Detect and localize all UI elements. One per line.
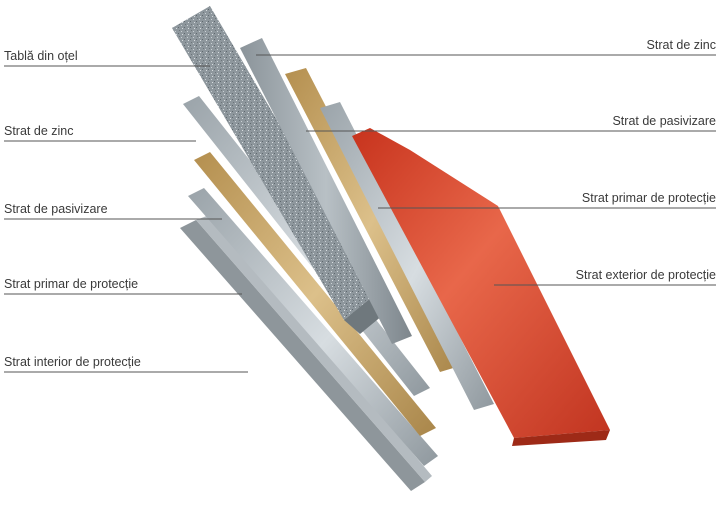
interior-coat-layer <box>180 220 425 491</box>
label-interior-coat: Strat interior de protecție <box>4 355 141 369</box>
label-exterior-coat: Strat exterior de protecție <box>575 268 716 282</box>
primer-outer-layer <box>320 102 494 410</box>
label-zinc-inner: Strat de zinc <box>4 124 74 138</box>
label-primer-outer: Strat primar de protecție <box>581 191 716 205</box>
label-zinc-outer: Strat de zinc <box>646 38 716 52</box>
exterior-coat-layer <box>352 128 610 438</box>
passivation-inner-layer <box>194 152 436 436</box>
zinc-outer-layer <box>240 38 412 344</box>
steel-sheet-layer <box>172 6 378 320</box>
label-passivation-outer: Strat de pasivizare <box>612 114 716 128</box>
label-steel-sheet: Tablă din oțel <box>4 49 78 63</box>
label-passivation-inner: Strat de pasivizare <box>4 202 108 216</box>
interior-coat-top <box>196 214 432 482</box>
exterior-coat-edge <box>512 430 610 446</box>
label-primer-inner: Strat primar de protecție <box>4 277 139 291</box>
primer-inner-layer <box>188 188 438 466</box>
